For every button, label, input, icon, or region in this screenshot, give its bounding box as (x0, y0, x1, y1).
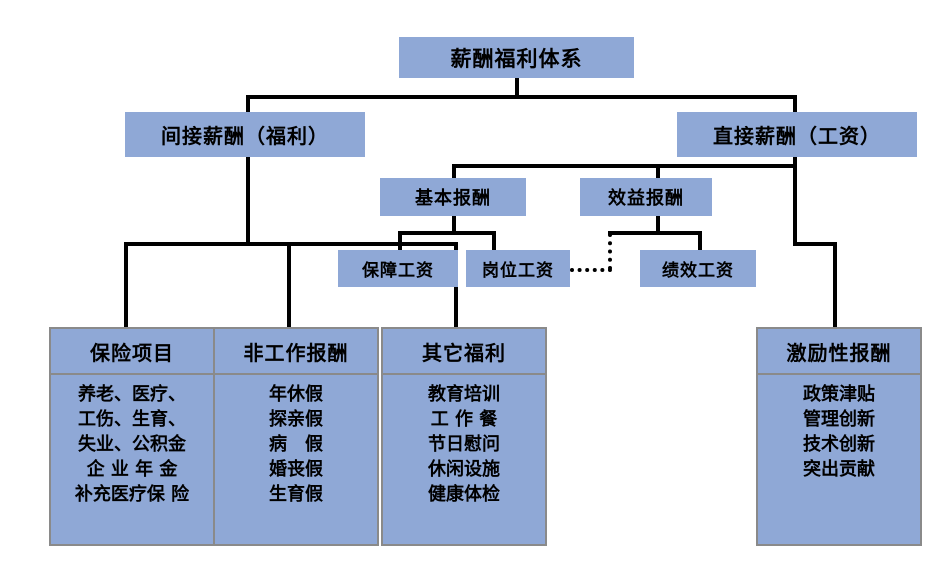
list-item: 工伤、生育、 (78, 409, 186, 430)
panel-other-benefits-header: 其它福利 (383, 329, 545, 375)
panel-incentive-header: 激励性报酬 (758, 329, 920, 375)
panel-incentive-body: 政策津贴 管理创新 技术创新 突出贡献 (758, 375, 920, 544)
panel-non-work-header: 非工作报酬 (215, 329, 377, 375)
node-direct-compensation[interactable]: 直接薪酬（工资） (677, 112, 917, 157)
connector-direct-right-down (793, 167, 797, 245)
list-item: 节日慰问 (428, 434, 500, 455)
node-root[interactable]: 薪酬福利体系 (399, 37, 634, 78)
node-post-wage[interactable]: 岗位工资 (466, 250, 570, 287)
connector-incentive-jog (793, 242, 837, 246)
connector-performance-drop-merit (698, 231, 702, 251)
node-guarantee-wage[interactable]: 保障工资 (338, 250, 458, 287)
list-item: 探亲假 (269, 409, 323, 430)
list-item: 病 假 (269, 434, 323, 455)
connector-direct-drop-basic (452, 164, 456, 178)
node-guarantee-wage-label: 保障工资 (362, 261, 434, 281)
connector-benefits-drop-insurance (124, 242, 128, 328)
list-item: 补充医疗保 险 (74, 484, 190, 505)
node-indirect-compensation-label: 间接薪酬（福利） (161, 124, 329, 148)
node-merit-wage-label: 绩效工资 (662, 261, 734, 281)
node-direct-compensation-label: 直接薪酬（工资） (713, 124, 881, 148)
node-basic-compensation[interactable]: 基本报酬 (380, 178, 526, 216)
list-item: 失业、公积金 (78, 434, 186, 455)
node-basic-compensation-label: 基本报酬 (415, 188, 491, 209)
panel-other-benefits-body: 教育培训 工 作 餐 节日慰问 休闲设施 健康体检 (383, 375, 545, 544)
connector-root-down (515, 78, 519, 97)
panel-insurance-items[interactable]: 保险项目 养老、医疗、 工伤、生育、 失业、公积金 企 业 年 金 补充医疗保 … (49, 327, 215, 546)
list-item: 突出贡献 (803, 459, 875, 480)
list-item: 管理创新 (803, 409, 875, 430)
list-item: 年休假 (269, 384, 323, 405)
node-root-label: 薪酬福利体系 (450, 46, 583, 71)
connector-direct-drop-performance (656, 164, 660, 178)
connector-dotted-horizontal (570, 268, 612, 272)
connector-top-bus-right-drop (793, 95, 797, 113)
panel-incentive-compensation[interactable]: 激励性报酬 政策津贴 管理创新 技术创新 突出贡献 (756, 327, 922, 546)
list-item: 休闲设施 (428, 459, 500, 480)
list-item: 生育假 (269, 484, 323, 505)
panel-other-benefits[interactable]: 其它福利 教育培训 工 作 餐 节日慰问 休闲设施 健康体检 (381, 327, 547, 546)
panel-insurance-header: 保险项目 (51, 329, 213, 375)
connector-performance-down (656, 216, 660, 233)
node-merit-wage[interactable]: 绩效工资 (640, 250, 756, 287)
connector-benefits-bus (124, 242, 458, 246)
connector-basic-drop-post (492, 231, 496, 251)
list-item: 教育培训 (428, 384, 500, 405)
list-item: 婚丧假 (269, 459, 323, 480)
connector-direct-bus (452, 164, 797, 168)
node-performance-compensation[interactable]: 效益报酬 (580, 178, 712, 216)
connector-top-bus (246, 95, 797, 99)
list-item: 养老、医疗、 (78, 384, 186, 405)
connector-basic-down (452, 216, 456, 233)
connector-basic-drop-guarantee (398, 231, 402, 251)
list-item: 政策津贴 (803, 384, 875, 405)
connector-basic-bus (398, 231, 496, 235)
connector-benefits-drop-nonwork (287, 242, 291, 328)
node-performance-compensation-label: 效益报酬 (608, 188, 684, 209)
connector-incentive-down (833, 242, 837, 328)
list-item: 健康体检 (428, 484, 500, 505)
connector-dotted-vertical (608, 233, 612, 270)
node-post-wage-label: 岗位工资 (482, 261, 554, 281)
connector-indirect-down (246, 113, 250, 245)
list-item: 企 业 年 金 (86, 459, 178, 480)
connector-direct-down (793, 157, 797, 167)
panel-non-work-compensation[interactable]: 非工作报酬 年休假 探亲假 病 假 婚丧假 生育假 (213, 327, 379, 546)
connector-performance-bus (608, 231, 702, 235)
node-indirect-compensation[interactable]: 间接薪酬（福利） (125, 112, 365, 157)
panel-insurance-body: 养老、医疗、 工伤、生育、 失业、公积金 企 业 年 金 补充医疗保 险 (51, 375, 213, 544)
panel-non-work-body: 年休假 探亲假 病 假 婚丧假 生育假 (215, 375, 377, 544)
list-item: 工 作 餐 (430, 409, 498, 430)
connector-top-bus-left-drop (246, 95, 250, 113)
list-item: 技术创新 (803, 434, 875, 455)
